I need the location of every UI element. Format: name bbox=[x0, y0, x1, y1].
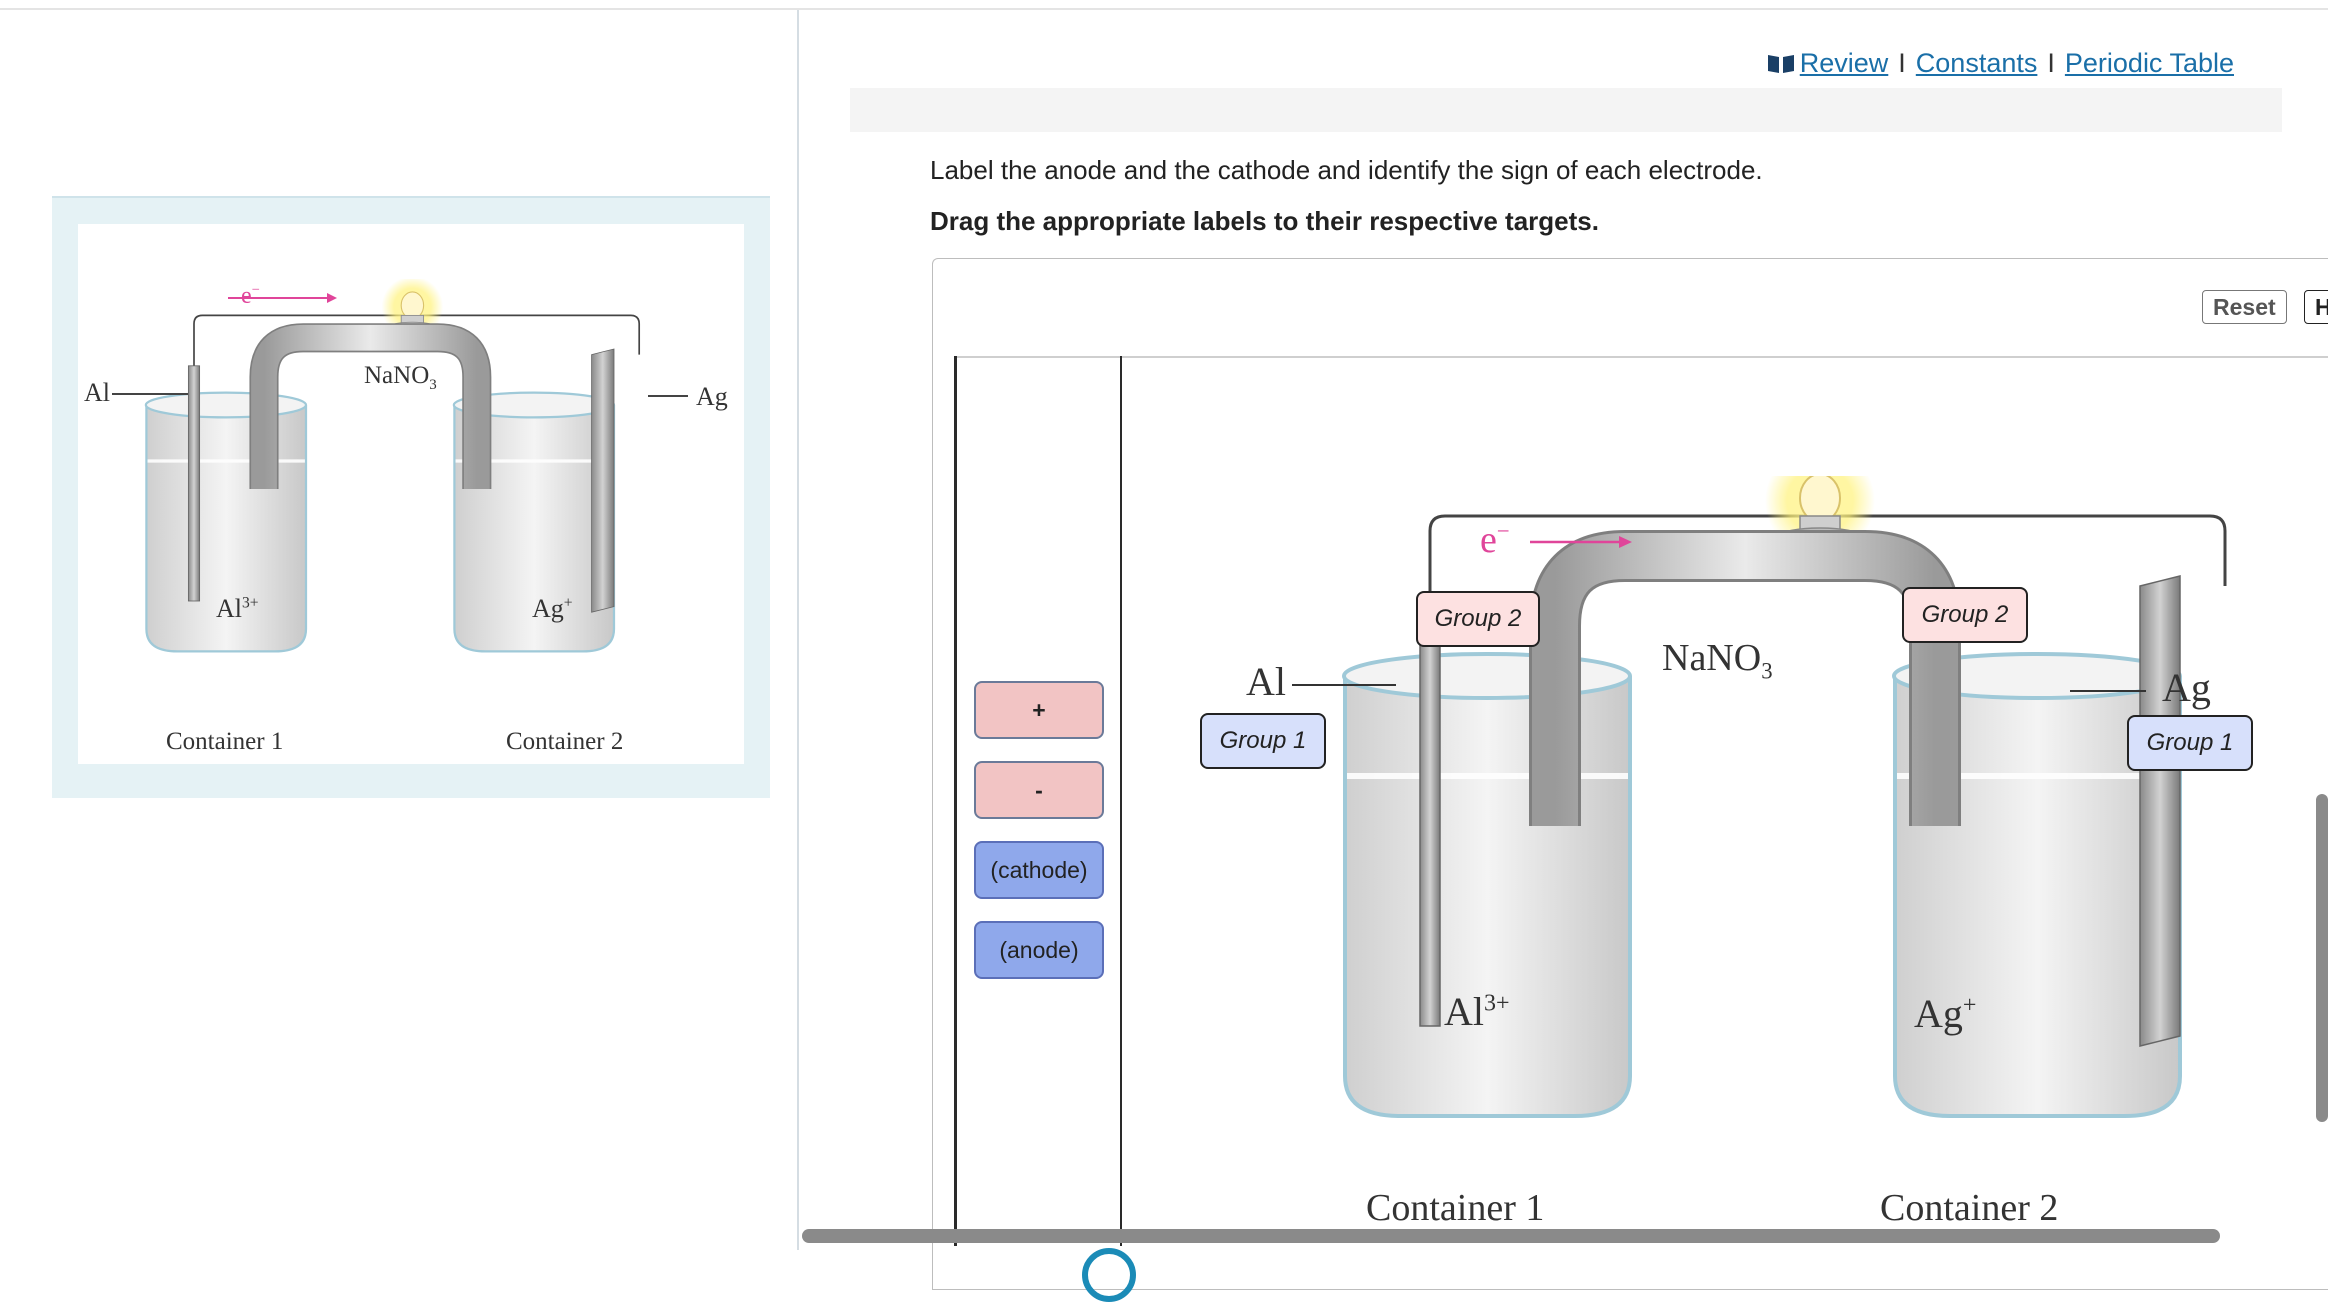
target-right-electrode-type[interactable]: Group 1 bbox=[2127, 715, 2253, 771]
link-separator: I bbox=[1898, 48, 1906, 78]
ag-electrode-label: Ag bbox=[2162, 665, 2211, 710]
al-electrode-label: Al bbox=[1246, 659, 1286, 704]
ref-electron-label: e− bbox=[241, 282, 260, 309]
target-right-sign[interactable]: Group 2 bbox=[1902, 587, 2028, 643]
label-plus-chip[interactable]: + bbox=[974, 681, 1104, 739]
book-icon bbox=[1766, 51, 1796, 82]
ag-ion-label: Ag+ bbox=[1914, 991, 1977, 1036]
top-border bbox=[0, 8, 2328, 10]
link-separator: I bbox=[2047, 48, 2055, 78]
label-anode-chip[interactable]: (anode) bbox=[974, 921, 1104, 979]
horizontal-scrollbar[interactable] bbox=[802, 1229, 2220, 1243]
al-ion-label: Al3+ bbox=[1444, 989, 1510, 1034]
ref-ag-electrode-label: Ag bbox=[696, 382, 728, 411]
review-link[interactable]: Review bbox=[1799, 48, 1889, 78]
reset-button[interactable]: Reset bbox=[2202, 290, 2287, 324]
diagram-leader-lines bbox=[1292, 536, 2146, 692]
question-instruction: Label the anode and the cathode and iden… bbox=[930, 155, 1763, 185]
container-2-label: Container 2 bbox=[1880, 1187, 2059, 1229]
vertical-scrollbar[interactable] bbox=[2316, 794, 2328, 1122]
ref-ag-ion-label: Ag+ bbox=[532, 594, 573, 623]
part-header-bar bbox=[850, 88, 2282, 132]
ref-salt-bridge-label: NaNO3 bbox=[364, 362, 437, 393]
container-1-label: Container 1 bbox=[1366, 1187, 1545, 1229]
question-directive: Drag the appropriate labels to their res… bbox=[930, 206, 1599, 236]
reference-figure: e− Al Ag NaNO3 Al3+ Ag+ Container 1 Cont… bbox=[78, 224, 744, 764]
label-bank-border-right bbox=[1120, 356, 1122, 1246]
electron-label: e− bbox=[1480, 518, 1510, 561]
help-button[interactable]: H bbox=[2304, 290, 2328, 324]
pearson-logo-icon bbox=[1082, 1248, 1136, 1302]
ref-al-electrode-label: Al bbox=[84, 378, 110, 407]
label-cathode-chip[interactable]: (cathode) bbox=[974, 841, 1104, 899]
salt-bridge-label: NaNO3 bbox=[1662, 637, 1773, 684]
toolbar-divider bbox=[956, 356, 2328, 358]
periodic-table-link[interactable]: Periodic Table bbox=[2064, 48, 2234, 78]
label-bank-border-left bbox=[954, 356, 957, 1246]
reference-cell-diagram bbox=[112, 224, 688, 764]
target-left-sign[interactable]: Group 2 bbox=[1416, 591, 1540, 647]
target-left-electrode-type[interactable]: Group 1 bbox=[1200, 713, 1326, 769]
resource-links: Review I Constants I Periodic Table bbox=[1766, 48, 2234, 82]
constants-link[interactable]: Constants bbox=[1915, 48, 2038, 78]
ref-container-2-label: Container 2 bbox=[506, 728, 624, 755]
panel-divider bbox=[797, 10, 799, 1250]
ref-al-ion-label: Al3+ bbox=[216, 594, 259, 623]
label-minus-chip[interactable]: - bbox=[974, 761, 1104, 819]
ref-container-1-label: Container 1 bbox=[166, 728, 284, 755]
